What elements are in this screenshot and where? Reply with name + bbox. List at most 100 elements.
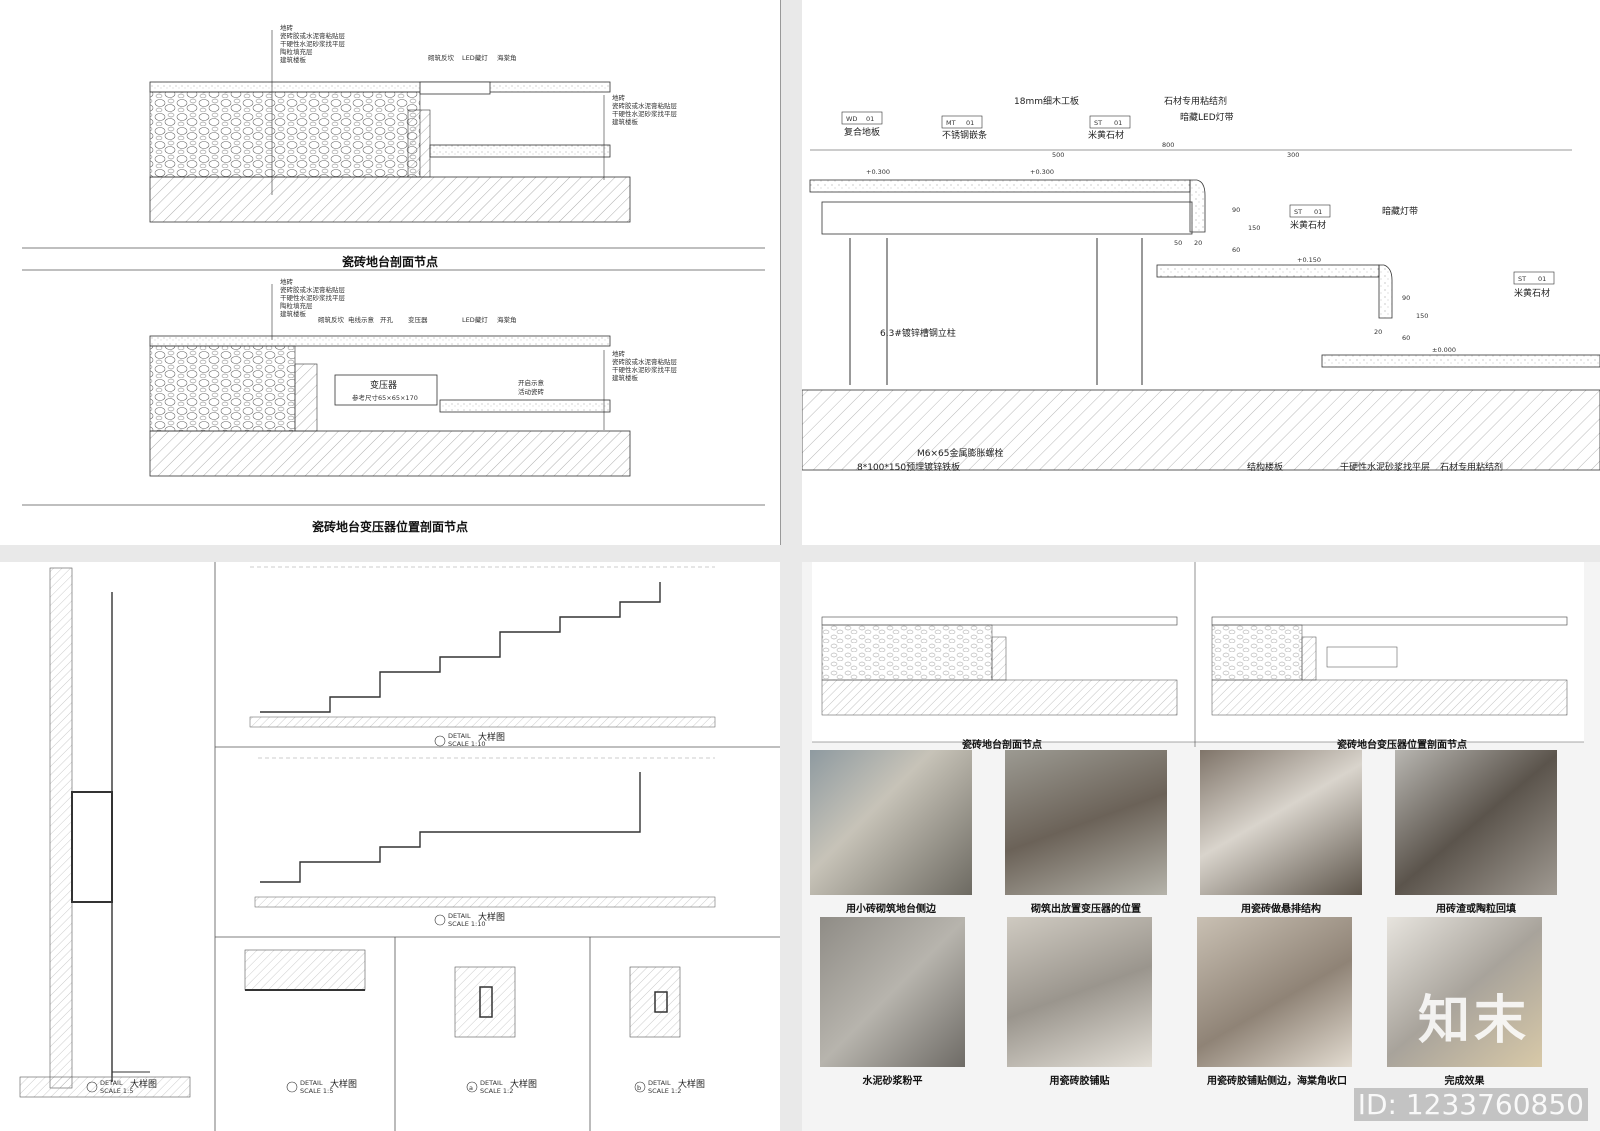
svg-text:ST: ST (1294, 208, 1302, 216)
svg-text:DETAIL: DETAIL (300, 1079, 323, 1087)
svg-text:米黄石材: 米黄石材 (1290, 219, 1326, 231)
photo-caption-8: 完成效果 (1444, 1076, 1485, 1087)
photo-caption-4: 用砖渣或陶粒回填 (1436, 904, 1516, 915)
svg-text:+0.300: +0.300 (1030, 168, 1054, 176)
panel-tile-platform-sections: 地砖 瓷砖胶或水泥膏粘贴层 干硬性水泥砂浆找平层 陶粒填充层 建筑楼板 地砖 瓷… (0, 0, 781, 545)
svg-text:a: a (469, 1084, 473, 1092)
svg-text:DETAIL: DETAIL (480, 1079, 503, 1087)
svg-text:DETAIL: DETAIL (100, 1079, 123, 1087)
svg-text:瓷砖胶或水泥膏粘贴层: 瓷砖胶或水泥膏粘贴层 (280, 31, 346, 40)
annotation-labels: 18mm细木工板 石材专用粘结剂 暗藏LED灯带 暗藏灯带 6.3#镀锌槽钢立柱… (857, 95, 1503, 473)
stone-nosing-upper (1189, 179, 1206, 233)
svg-text:60: 60 (1402, 334, 1410, 342)
svg-text:b: b (637, 1084, 641, 1092)
svg-text:LED藏灯: LED藏灯 (462, 53, 488, 62)
ground-stone (1321, 354, 1600, 368)
transformer-box (334, 374, 438, 406)
svg-text:90: 90 (1402, 294, 1410, 302)
svg-text:DETAIL: DETAIL (648, 1079, 671, 1087)
svg-text:石材专用粘结剂: 石材专用粘结剂 (1164, 95, 1227, 107)
brand-id: ID: 1233760850 (1353, 1088, 1588, 1121)
svg-text:米黄石材: 米黄石材 (1514, 287, 1550, 299)
svg-text:地砖: 地砖 (612, 349, 626, 358)
svg-text:+0.300: +0.300 (866, 168, 890, 176)
svg-text:SCALE 1:2: SCALE 1:2 (480, 1087, 513, 1095)
mini-caption-1: 瓷砖地台剖面节点 (962, 740, 1042, 751)
svg-text:大样图: 大样图 (478, 731, 505, 743)
svg-text:干硬性水泥砂浆找平层: 干硬性水泥砂浆找平层 (612, 109, 678, 118)
svg-text:建筑楼板: 建筑楼板 (612, 117, 639, 126)
layer-labels-top: 地砖 瓷砖胶或水泥膏粘贴层 干硬性水泥砂浆找平层 陶粒填充层 建筑楼板 地砖 瓷… (280, 23, 678, 126)
lower-tile-layer-2 (439, 399, 611, 413)
svg-text:01: 01 (1114, 119, 1122, 127)
middle-step-top (1156, 264, 1380, 278)
svg-text:01: 01 (966, 119, 974, 127)
svg-text:20: 20 (1374, 328, 1382, 336)
svg-text:150: 150 (1248, 224, 1260, 232)
svg-text:SCALE 1:5: SCALE 1:5 (100, 1087, 133, 1095)
ceramsite-fill-2 (149, 345, 296, 432)
photo-brick-edge (810, 750, 972, 895)
svg-text:电线示意: 电线示意 (348, 315, 375, 324)
tile-layer (149, 81, 611, 93)
svg-text:结构楼板: 结构楼板 (1247, 461, 1283, 473)
svg-text:开孔: 开孔 (380, 316, 394, 324)
stone-nosing-middle (1378, 264, 1393, 319)
svg-text:干硬性水泥砂浆找平层: 干硬性水泥砂浆找平层 (280, 293, 346, 302)
svg-text:90: 90 (1232, 206, 1240, 214)
structural-floor-slab (802, 389, 1600, 471)
svg-text:开启示意: 开启示意 (518, 378, 545, 387)
detail-titles: DETAIL 大样图 SCALE 1:10 DETAIL 大样图 SCALE 1… (86, 731, 705, 1095)
svg-text:ST: ST (1094, 119, 1102, 127)
photo-finished (1387, 917, 1542, 1067)
tile-layer-2 (149, 335, 611, 347)
photo-caption-5: 水泥砂浆粉平 (862, 1076, 923, 1087)
svg-text:60: 60 (1232, 246, 1240, 254)
wall-elevation (49, 567, 73, 1089)
detail-drawings: DETAIL 大样图 SCALE 1:10 DETAIL 大样图 SCALE 1… (19, 562, 780, 1131)
svg-text:LED藏灯: LED藏灯 (462, 315, 488, 324)
svg-text:活动瓷砖: 活动瓷砖 (518, 387, 545, 396)
svg-text:建筑楼板: 建筑楼板 (612, 373, 639, 382)
svg-text:不锈钢嵌条: 不锈钢嵌条 (942, 129, 987, 141)
panel-detail-drawings: DETAIL 大样图 SCALE 1:10 DETAIL 大样图 SCALE 1… (0, 562, 780, 1131)
svg-text:米黄石材: 米黄石材 (1088, 129, 1124, 141)
svg-text:砌筑反坎: 砌筑反坎 (318, 315, 345, 324)
structural-slab (149, 176, 631, 223)
svg-text:变压器: 变压器 (408, 315, 428, 324)
bottom-section-title: 瓷砖地台变压器位置剖面节点 (311, 520, 468, 534)
mini-section-drawings (812, 562, 1584, 747)
svg-text:50: 50 (1174, 239, 1182, 247)
photo-edge-tiling (1197, 917, 1352, 1067)
svg-text:500: 500 (1052, 151, 1064, 159)
svg-text:6.3#镀锌槽钢立柱: 6.3#镀锌槽钢立柱 (880, 327, 956, 339)
svg-text:地砖: 地砖 (280, 277, 294, 286)
photo-backfill (1395, 750, 1557, 895)
svg-text:瓷砖胶或水泥膏粘贴层: 瓷砖胶或水泥膏粘贴层 (280, 285, 346, 294)
photo-caption-3: 用瓷砖做悬排结构 (1241, 904, 1321, 915)
svg-text:建筑楼板: 建筑楼板 (280, 309, 307, 318)
svg-text:SCALE 1:10: SCALE 1:10 (448, 920, 486, 928)
photo-caption-7: 用瓷砖胶铺贴侧边，海棠角收口 (1207, 1076, 1347, 1087)
svg-text:±0.000: ±0.000 (1432, 346, 1456, 354)
photo-caption-6: 用瓷砖胶铺贴 (1049, 1076, 1110, 1087)
top-section-title: 瓷砖地台剖面节点 (341, 255, 438, 269)
photo-caption-2: 砌筑出放置变压器的位置 (1031, 904, 1141, 915)
structural-slab-2 (149, 430, 631, 477)
tile-platform-drawing: 地砖 瓷砖胶或水泥膏粘贴层 干硬性水泥砂浆找平层 陶粒填充层 建筑楼板 地砖 瓷… (22, 23, 765, 506)
svg-text:地砖: 地砖 (612, 93, 626, 102)
brand-logo-text: 知末 (1417, 991, 1530, 1051)
brick-curb (407, 109, 431, 178)
svg-text:WD: WD (846, 115, 857, 123)
svg-text:砌筑反坎: 砌筑反坎 (428, 53, 455, 62)
svg-text:大样图: 大样图 (478, 911, 505, 923)
svg-text:暗藏LED灯带: 暗藏LED灯带 (1180, 111, 1234, 123)
svg-text:石材专用粘结剂: 石材专用粘结剂 (1440, 461, 1503, 473)
photo-transformer-slot (1005, 750, 1167, 895)
svg-text:DETAIL: DETAIL (448, 912, 471, 920)
dimension-text: 500 800 300 90 150 60 50 20 90 150 60 20 (1052, 141, 1428, 342)
brick-curb-2 (294, 363, 318, 432)
svg-text:01: 01 (1314, 208, 1322, 216)
